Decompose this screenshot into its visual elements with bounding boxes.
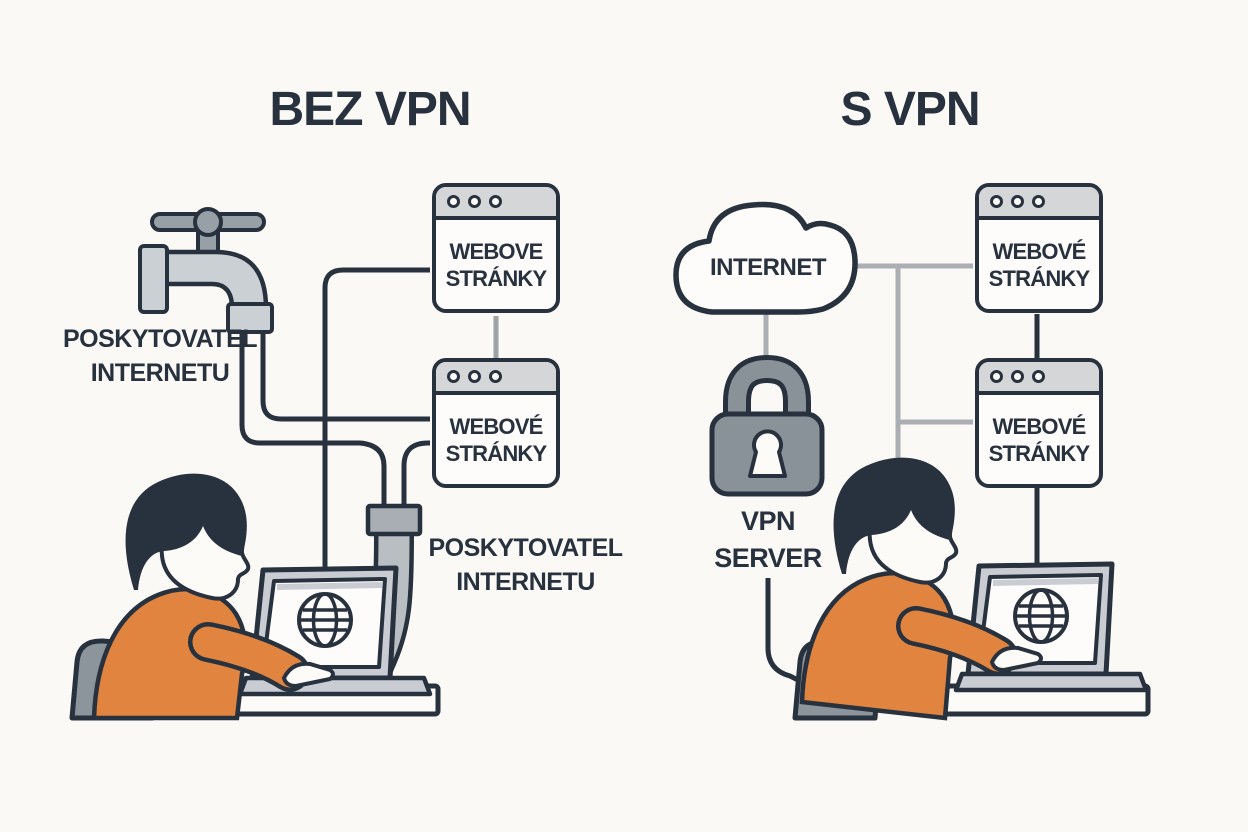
- isp-label-bottom-line1: POSKYTOVATEL: [428, 534, 623, 562]
- window-dot-icon: [489, 370, 502, 383]
- faucet-icon: [138, 207, 274, 334]
- right-connector-lines: [763, 263, 1040, 685]
- browser-window-left-bottom: WEBOVÉ STRÁNKY: [432, 358, 560, 488]
- window-dot-icon: [990, 370, 1003, 383]
- padlock-icon: [709, 354, 825, 497]
- cloud-label: INTERNET: [710, 254, 827, 281]
- browser-label: WEBOVE STRÁNKY: [436, 220, 556, 309]
- window-dot-icon: [1011, 195, 1024, 208]
- window-dot-icon: [447, 195, 460, 208]
- browser-label-line1: WEBOVE: [449, 238, 544, 264]
- browser-window-right-top: WEBOVÉ STRÁNKY: [975, 183, 1103, 313]
- person-hand: [281, 661, 335, 689]
- connector-laptop-browser1: [322, 267, 430, 598]
- connector-vpn-user: [765, 578, 804, 685]
- window-dot-icon: [990, 195, 1003, 208]
- person-arm: [188, 622, 335, 692]
- window-dot-icon: [1011, 370, 1024, 383]
- vpn-server-line2: SERVER: [714, 543, 822, 573]
- browser-label-line1: WEBOVÉ: [992, 413, 1087, 439]
- browser-label: WEBOVÉ STRÁNKY: [979, 220, 1099, 309]
- browser-titlebar: [979, 362, 1099, 395]
- person-arm-right: [896, 606, 1043, 676]
- globe-icon: [297, 592, 353, 648]
- browser-label-line2: STRÁNKY: [445, 265, 548, 291]
- browser-label-line1: WEBOVÉ: [992, 238, 1087, 264]
- browser-window-left-top: WEBOVE STRÁNKY: [432, 183, 560, 313]
- cloud-icon: [673, 201, 858, 315]
- connector-isp-tee: [239, 330, 387, 508]
- isp-label-left-line1: POSKYTOVATEL: [62, 325, 258, 353]
- connector-isp-browser2-top: [260, 330, 430, 422]
- window-dot-icon: [468, 370, 481, 383]
- browser-label-line1: WEBOVÉ: [449, 413, 544, 439]
- vpn-server-label: VPN SERVER: [693, 503, 843, 577]
- person-hair: [125, 473, 247, 590]
- browser-label-line2: STRÁNKY: [988, 440, 1091, 466]
- browser-label-line2: STRÁNKY: [445, 440, 548, 466]
- isp-label-bottom: POSKYTOVATEL INTERNETU: [418, 531, 633, 599]
- browser-window-right-bottom: WEBOVÉ STRÁNKY: [975, 358, 1103, 488]
- window-dot-icon: [489, 195, 502, 208]
- connector-tee-browser2: [401, 440, 430, 508]
- keyhole: [748, 429, 787, 478]
- left-title: BEZ VPN: [269, 83, 471, 136]
- isp-label-left-line2: INTERNETU: [90, 359, 230, 387]
- browser-titlebar: [436, 187, 556, 220]
- left-connector-lines: [239, 267, 499, 598]
- isp-label-left: POSKYTOVATEL INTERNETU: [45, 322, 275, 390]
- window-dot-icon: [468, 195, 481, 208]
- right-title: S VPN: [840, 83, 980, 136]
- window-dot-icon: [1032, 370, 1045, 383]
- browser-titlebar: [979, 187, 1099, 220]
- isp-label-bottom-line2: INTERNETU: [456, 568, 595, 596]
- browser-label: WEBOVÉ STRÁNKY: [436, 395, 556, 484]
- person-icon-right: [799, 457, 959, 721]
- globe-icon-right: [1013, 588, 1069, 644]
- browser-label-line2: STRÁNKY: [988, 265, 1091, 291]
- browser-label: WEBOVÉ STRÁNKY: [979, 395, 1099, 484]
- browser-titlebar: [436, 362, 556, 395]
- vpn-server-line1: VPN: [740, 506, 796, 536]
- window-dot-icon: [447, 370, 460, 383]
- window-dot-icon: [1032, 195, 1045, 208]
- person-icon: [91, 473, 251, 721]
